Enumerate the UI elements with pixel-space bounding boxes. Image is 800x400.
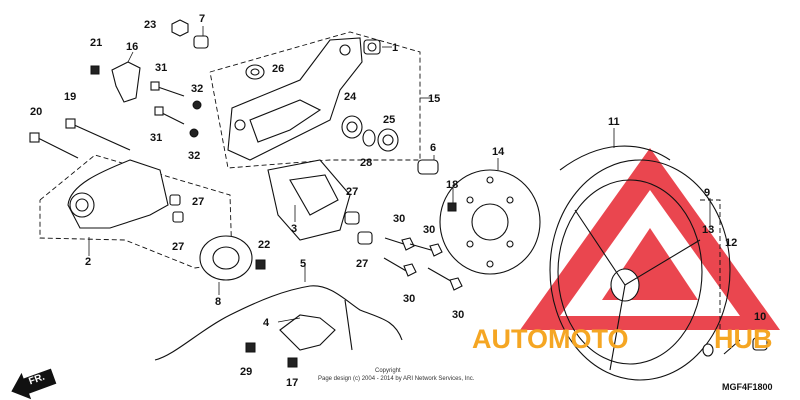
- callout-11: 11: [608, 116, 620, 128]
- part-28-spacer: [362, 129, 376, 147]
- part-23-nut: [171, 19, 189, 37]
- callout-25: 25: [383, 114, 395, 126]
- callout-5: 5: [300, 258, 306, 270]
- callout-31-a: 31: [155, 62, 167, 74]
- callout-28: 28: [360, 157, 372, 169]
- part-13-valve: [702, 343, 714, 357]
- direction-arrow: FR.: [11, 368, 57, 400]
- callout-12: 12: [725, 237, 737, 249]
- part-21-bolt: [90, 65, 100, 75]
- part-4-bracket: [279, 314, 336, 351]
- callout-30-d: 30: [452, 309, 464, 321]
- part-30-bolt-a: [384, 237, 415, 251]
- callout-24: 24: [344, 91, 357, 103]
- part-27-collar-b: [172, 211, 184, 223]
- callout-7: 7: [199, 13, 205, 25]
- callout-30-a: 30: [393, 213, 405, 225]
- part-18-bolt: [447, 202, 457, 212]
- callout-13: 13: [702, 224, 714, 236]
- front-arrow-icon: [11, 368, 57, 400]
- callout-32-a: 32: [191, 83, 203, 95]
- watermark-text: AUTO MOTO HUB: [472, 324, 773, 354]
- part-16-bracket: [111, 61, 141, 103]
- callout-10: 10: [754, 311, 766, 323]
- part-14-brake-disc: [439, 169, 541, 275]
- part-24-bearing: [341, 115, 363, 139]
- part-27-collar-a: [169, 194, 181, 206]
- part-11-wheel: [549, 145, 731, 381]
- callout-27-c: 27: [346, 186, 358, 198]
- part-12-valve-stem: [723, 339, 741, 355]
- callout-2: 2: [85, 256, 91, 268]
- watermark-auto: AUTO: [472, 324, 548, 354]
- part-32-nut-lower: [189, 128, 199, 138]
- callout-22: 22: [258, 239, 270, 251]
- callout-1: 1: [392, 42, 398, 54]
- callout-27-d: 27: [356, 258, 368, 270]
- part-27-collar-d: [357, 231, 373, 245]
- callout-21: 21: [90, 37, 102, 49]
- callout-29: 29: [240, 366, 252, 378]
- callout-30-c: 30: [403, 293, 415, 305]
- part-31-bolt-upper: [150, 81, 185, 97]
- callout-31-b: 31: [150, 132, 162, 144]
- callout-20: 20: [30, 106, 42, 118]
- callout-27-a: 27: [192, 196, 204, 208]
- part-2-case: [67, 159, 169, 229]
- part-20-bolt: [29, 132, 79, 159]
- part-30-bolt-b: [409, 243, 443, 257]
- callout-17: 17: [286, 377, 298, 389]
- part-26-bearing: [245, 64, 265, 80]
- callout-30-b: 30: [423, 224, 435, 236]
- callout-14: 14: [492, 146, 505, 158]
- diagram-code: MGF4F1800: [722, 382, 773, 392]
- part-10-valve-cap: [752, 337, 768, 351]
- copyright-line2: Page design (c) 2004 - 2014 by ARI Netwo…: [318, 376, 475, 382]
- callout-27-b: 27: [172, 241, 184, 253]
- direction-label: FR.: [27, 372, 46, 388]
- callout-26: 26: [272, 63, 284, 75]
- callout-18: 18: [446, 179, 458, 191]
- part-22-bolt: [255, 259, 266, 270]
- copyright-line1: Copyright: [375, 368, 401, 374]
- part-32-nut-upper: [192, 100, 202, 110]
- part-3-frame: [267, 159, 351, 241]
- watermark-moto: MOTO: [548, 324, 629, 354]
- callout-6: 6: [430, 142, 436, 154]
- part-27-collar-c: [344, 211, 360, 225]
- part-30-bolt-d: [427, 267, 463, 291]
- part-5-sensor-wire: [154, 285, 403, 361]
- watermark-hub: HUB: [714, 324, 773, 354]
- callouts: 1 2 3 4 5 6 7 8 9 10 11 12 13 14 15 16 1…: [30, 13, 766, 389]
- part-25-seal: [377, 128, 399, 152]
- part-7-collar: [193, 35, 209, 49]
- callout-19: 19: [64, 91, 76, 103]
- part-15-swingarm: [227, 37, 363, 161]
- part-29-bolt: [245, 342, 256, 353]
- callout-16: 16: [126, 41, 138, 53]
- part-8-plate: [199, 235, 253, 281]
- callout-23: 23: [144, 19, 156, 31]
- part-19-bolt: [65, 118, 131, 151]
- callout-32-b: 32: [188, 150, 200, 162]
- part-17-bolt: [287, 357, 298, 368]
- callout-9: 9: [704, 187, 710, 199]
- callout-3: 3: [291, 223, 297, 235]
- watermark-logo: [520, 148, 780, 330]
- group-9-outline: [700, 199, 721, 330]
- part-31-bolt-lower: [154, 106, 185, 125]
- part-1-bushing: [363, 39, 381, 55]
- group-15-outline: [209, 31, 421, 169]
- callout-15: 15: [428, 93, 440, 105]
- callout-4: 4: [263, 317, 270, 329]
- part-30-bolt-c: [383, 257, 417, 277]
- leader-lines: [88, 26, 711, 323]
- part-6-collar: [417, 159, 439, 175]
- callout-8: 8: [215, 296, 221, 308]
